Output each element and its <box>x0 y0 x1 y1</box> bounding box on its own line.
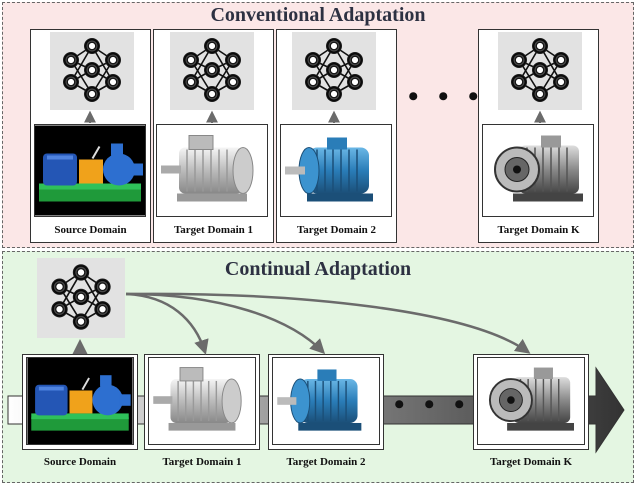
conv-image-targetK <box>482 124 594 217</box>
conv-network-target2 <box>292 32 376 110</box>
conv-caption-target1: Target Domain 1 <box>173 224 254 236</box>
conv-image-target2 <box>280 124 392 217</box>
cont-image-target1 <box>148 357 256 445</box>
cont-caption-targetK: Target Domain K <box>489 456 573 468</box>
cont-image-target2 <box>272 357 380 445</box>
conv-image-target1 <box>156 124 268 217</box>
conv-network-target1 <box>170 32 254 110</box>
cont-caption-target2: Target Domain 2 <box>286 456 366 468</box>
conv-caption-target2: Target Domain 2 <box>296 224 377 236</box>
cont-image-source <box>26 357 134 445</box>
cont-ellipsis: • • • <box>394 388 471 421</box>
conv-network-targetK <box>498 32 582 110</box>
conv-image-source <box>34 124 146 217</box>
cont-image-targetK <box>477 357 585 445</box>
continual-title: Continual Adaptation <box>224 258 412 280</box>
cont-caption-target1: Target Domain 1 <box>162 456 242 468</box>
cont-shared-network <box>37 258 125 338</box>
conv-caption-source: Source Domain <box>54 224 127 236</box>
conv-network-source <box>50 32 134 110</box>
cont-caption-source: Source Domain <box>43 456 117 468</box>
conv-caption-targetK: Target Domain K <box>497 224 580 236</box>
conv-ellipsis: • • • <box>408 80 485 113</box>
conventional-title: Conventional Adaptation <box>210 4 426 26</box>
